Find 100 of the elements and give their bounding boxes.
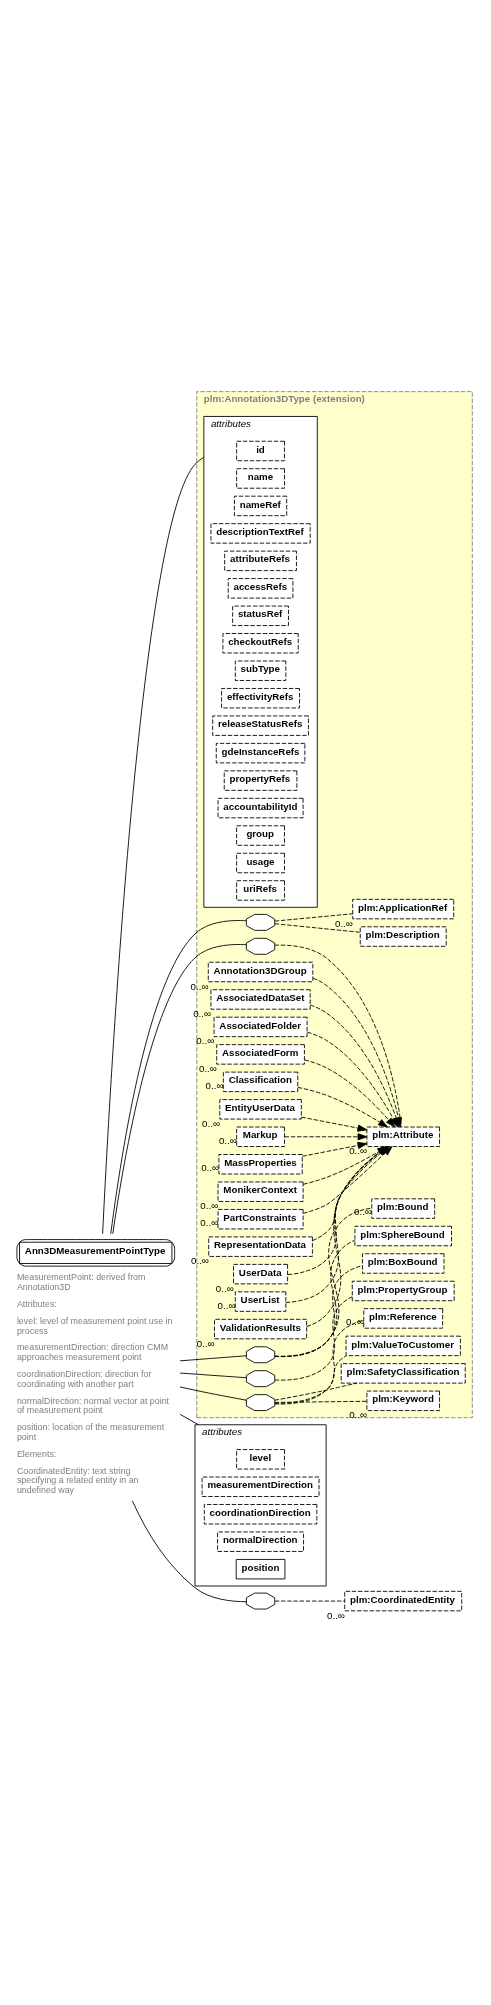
node-box: ValidationResults (214, 1318, 308, 1339)
node-box: checkoutRefs (222, 632, 299, 653)
node-box: MonikerContext (217, 1181, 304, 1202)
node-octagon (245, 1393, 276, 1411)
node-box: statusRef (232, 605, 289, 626)
node-box: plm:PropertyGroup (351, 1280, 455, 1301)
node-box: accountabilityId (217, 797, 304, 818)
node-box: plm:ApplicationRef (352, 898, 455, 919)
node-box: propertyRefs (223, 769, 298, 791)
node-label: coordinationDirection: direction for coordinating with another part (16, 1368, 152, 1389)
node-box: plm:SphereBound (354, 1225, 452, 1246)
node-label: 0..∞ (198, 1062, 217, 1074)
node-box: plm:Description (359, 925, 447, 947)
node-label: level: level of measurement point use in process (16, 1315, 173, 1335)
node-box: RepresentationData (208, 1235, 313, 1257)
node-label: 0..∞ (349, 1144, 367, 1156)
arrow (301, 1116, 368, 1132)
node-label: 0..∞ (193, 1007, 211, 1019)
node-box: PartConstraints (217, 1208, 304, 1229)
node-label: 0..∞ (349, 1408, 367, 1420)
connector (274, 1207, 373, 1357)
node-box: plm:Reference (363, 1307, 444, 1329)
connector (179, 1354, 247, 1361)
connector (274, 1400, 368, 1403)
node-label: 0..∞ (334, 917, 353, 929)
arrow (304, 1058, 396, 1127)
node-label: 0..∞ (196, 1034, 215, 1046)
arrow (284, 1132, 368, 1140)
node-box: level (236, 1448, 285, 1469)
node-label: 0..∞ (200, 1199, 219, 1211)
node-label: 0..∞ (327, 1609, 345, 1621)
node-label: 0..∞ (215, 1282, 234, 1294)
node-octagon (245, 937, 276, 955)
connector (179, 1413, 199, 1425)
node-box: coordinationDirection (203, 1503, 318, 1524)
node-box: plm:Keyword (366, 1390, 440, 1411)
node-box: plm:BoxBound (362, 1252, 445, 1274)
node-box: nameRef (233, 495, 288, 516)
node-label: position: location of the measurement point (16, 1421, 165, 1442)
node-box: plm:ValueToCustomer (345, 1335, 461, 1356)
node-box: AssociatedFolder (213, 1016, 308, 1037)
node-octagon (245, 1369, 276, 1387)
node-box: group (236, 824, 285, 846)
node-label: 0..∞ (346, 1315, 364, 1327)
node-octagon (245, 1592, 276, 1609)
node-box: uriRefs (236, 879, 285, 901)
node-box: Classification (222, 1071, 299, 1092)
node-label: 0..∞ (354, 1205, 372, 1217)
node-box: releaseStatusRefs (212, 714, 309, 736)
node-label: 0..∞ (190, 980, 209, 992)
node-box: Markup (236, 1126, 285, 1147)
node-label: 0..∞ (205, 1079, 224, 1091)
connector (131, 1499, 247, 1602)
arrow (302, 1141, 368, 1157)
connector (274, 912, 353, 922)
node-label: 0..∞ (202, 1117, 220, 1129)
node-box: plm:CoordinatedEntity (344, 1590, 463, 1611)
arrow (297, 1086, 388, 1127)
connector (274, 1382, 358, 1401)
node-box: position (235, 1558, 286, 1579)
connector (274, 1264, 363, 1357)
node-box: EntityUserData (219, 1098, 302, 1119)
node-box: AssociatedDataSet (210, 988, 311, 1010)
connector (274, 1295, 353, 1381)
connector (274, 1600, 346, 1602)
node-label: 0..∞ (191, 1254, 209, 1266)
node-box: measurementDirection (201, 1476, 320, 1497)
node-box: plm:SafetyClassification (340, 1362, 466, 1384)
connector (274, 922, 361, 933)
node-label: 0..∞ (201, 1161, 219, 1173)
node-label: normalDirection: normal vector at point of measurement point (16, 1394, 170, 1415)
node-box: gdeInstanceRefs (215, 742, 306, 763)
node-label: Attributes: (16, 1298, 57, 1309)
connector (274, 1319, 365, 1404)
connector (102, 456, 205, 1234)
node-box: AssociatedForm (216, 1043, 305, 1065)
node-label: Elements: (16, 1448, 57, 1459)
node-label: 0..∞ (217, 1299, 236, 1311)
node-label: measurementDirection: direction CMM approaches measurement point (16, 1341, 169, 1362)
connector (179, 1386, 247, 1401)
node-box: plm:Bound (371, 1197, 436, 1219)
node-octagon (245, 1345, 276, 1363)
node-box: effectivityRefs (221, 687, 300, 708)
node-label: CoordinatedEntity: text string specifying a related entity in an undefined way (16, 1464, 139, 1495)
node-box: usage (236, 852, 285, 873)
node-box: Annotation3DGroup (207, 961, 314, 982)
node-box: UserList (234, 1290, 287, 1312)
node-box: descriptionTextRef (210, 522, 311, 544)
node-label: 0..∞ (196, 1337, 215, 1349)
node-box: UserData (233, 1263, 289, 1284)
node-box: MassProperties (218, 1153, 303, 1174)
node-box: plm:Attribute (366, 1126, 440, 1147)
connector (179, 1372, 247, 1378)
node-label: 0..∞ (218, 1134, 237, 1146)
node-box: accessRefs (227, 577, 294, 599)
node-box: id (236, 440, 285, 461)
node-label: MeasurementPoint: derived from Annotation3D (16, 1271, 146, 1292)
node-box: subType (234, 660, 287, 681)
node-box: name (236, 467, 285, 489)
node-label: 0..∞ (200, 1216, 219, 1228)
